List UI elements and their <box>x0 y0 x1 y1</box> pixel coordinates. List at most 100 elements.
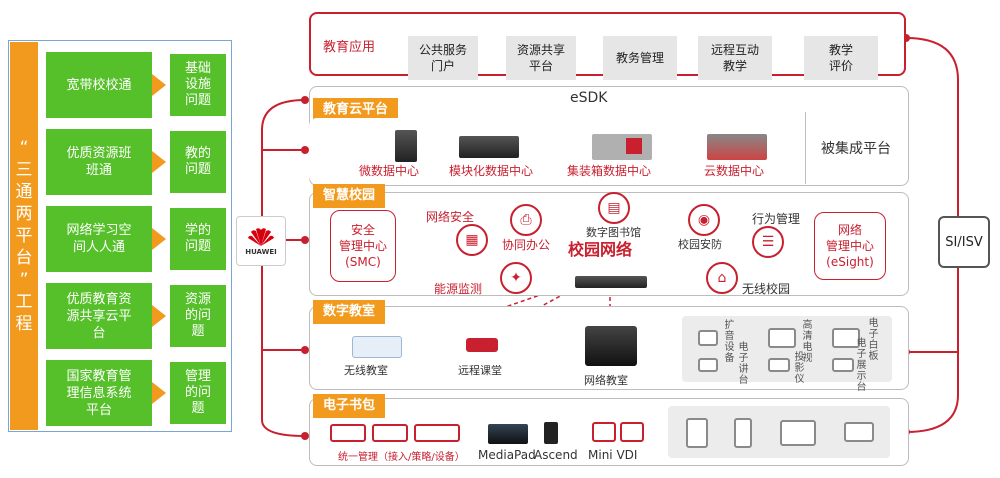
micro-dc-icon <box>395 130 417 162</box>
app-teaching-eval: 教学 评价 <box>804 36 878 80</box>
app-remote-teaching: 远程互动 教学 <box>698 36 772 80</box>
tv-icon <box>768 328 796 348</box>
network-security-icon: ▦ <box>456 224 488 256</box>
mediapad-icon <box>488 424 528 444</box>
link-dot <box>301 432 309 440</box>
right-arrow-icon <box>152 382 166 404</box>
campus-security-label: 校园安防 <box>678 238 722 251</box>
cloud-dc-label: 云数据中心 <box>704 164 765 178</box>
huawei-petal-icon <box>248 228 274 246</box>
device-label: 投影仪 <box>794 352 805 385</box>
desktop-icon <box>780 420 816 446</box>
modular-dc-icon <box>459 136 519 158</box>
cloud-panel: 微数据中心 模块化数据中心 集装箱数据中心 云数据中心 <box>309 118 797 184</box>
campus-network-label: 校园网络 <box>568 240 633 259</box>
ebag-tag: 电子书包 <box>313 394 386 418</box>
esight-box: 网络 管理中心 (eSight) <box>814 212 886 280</box>
left-row: 优质资源班 班通 教的 问题 <box>46 129 226 195</box>
core-switch-icon <box>575 276 647 288</box>
issue-box: 学的 问题 <box>170 208 226 270</box>
ascend-label: Ascend <box>534 448 578 462</box>
app-public-portal: 公共服务 门户 <box>408 36 478 80</box>
right-arrow-icon <box>152 228 166 250</box>
energy-monitor-label: 能源监测 <box>434 282 483 296</box>
projector-icon <box>768 358 790 372</box>
whiteboard-icon <box>832 328 860 348</box>
container-dc-label: 集装箱数据中心 <box>567 164 652 178</box>
collab-office-label: 协同办公 <box>502 238 551 252</box>
left-row: 优质教育资 源共享云平 台 资源 的问 题 <box>46 283 226 349</box>
issue-box: 资源 的问 题 <box>170 285 226 347</box>
energy-monitor-icon: ✦ <box>500 262 532 294</box>
ascend-phone-icon <box>544 422 558 444</box>
mini-vdi-label: Mini VDI <box>588 448 638 462</box>
container-dc-icon <box>592 134 652 160</box>
network-security-label: 网络安全 <box>426 210 475 224</box>
terminal-devices-group <box>668 406 890 458</box>
digital-library-icon: ▤ <box>598 192 630 224</box>
project-title-bar <box>10 42 38 430</box>
link-dot <box>301 96 309 104</box>
phone-icon <box>734 418 752 448</box>
collab-office-icon: ⎙ <box>510 204 542 236</box>
left-row: 国家教育管 理信息系统 平台 管理 的问 题 <box>46 360 226 426</box>
wireless-campus-icon: ⌂ <box>706 262 738 294</box>
app-resource-share: 资源共享 平台 <box>506 36 576 80</box>
campus-tag: 智慧校园 <box>313 184 386 208</box>
device-label: 电子讲台 <box>738 342 749 386</box>
project-title: “三通两平台”工程 <box>15 138 33 334</box>
link-dot <box>301 146 309 154</box>
device-label: 电子展示台 <box>856 338 867 393</box>
mediapad-label: MediaPad <box>478 448 536 462</box>
cloud-dc-icon <box>707 134 767 160</box>
right-arrow-icon <box>152 305 166 327</box>
network-classroom-icon <box>585 326 637 366</box>
micro-dc-label: 微数据中心 <box>359 164 420 178</box>
left-row: 宽带校校通 基础 设施 问题 <box>46 52 226 118</box>
edu-app-panel: 教育应用 公共服务 门户 资源共享 平台 教务管理 远程互动 教学 教学 评价 <box>309 12 906 80</box>
wireless-ap-icon <box>352 336 402 358</box>
initiative-box: 优质资源班 班通 <box>46 129 152 195</box>
smc-box: 安全 管理中心 (SMC) <box>330 210 396 282</box>
issue-box: 基础 设施 问题 <box>170 54 226 116</box>
campus-security-icon: ◉ <box>688 204 720 236</box>
tablet-icon <box>686 418 708 448</box>
left-row: 网络学习空 间人人通 学的 问题 <box>46 206 226 272</box>
huawei-logo: HUAWEI <box>236 216 286 266</box>
av-devices-group: 扩音设备 电子讲台 高清电视 投影仪 电子白板 电子展示台 <box>682 316 892 393</box>
issue-box: 教的 问题 <box>170 131 226 193</box>
vdi-monitor-icon <box>620 422 644 442</box>
camera-icon <box>466 338 498 352</box>
device-mgmt-icon <box>414 424 460 442</box>
speaker-icon <box>698 330 718 346</box>
initiative-box: 优质教育资 源共享云平 台 <box>46 283 152 349</box>
access-mgmt-icon <box>330 424 366 442</box>
initiative-box: 宽带校校通 <box>46 52 152 118</box>
remote-classroom-label: 远程课堂 <box>458 364 502 377</box>
wireless-classroom-label: 无线教室 <box>344 364 388 377</box>
unified-mgmt-label: 统一管理（接入/策略/设备） <box>338 452 465 463</box>
right-arrow-icon <box>152 74 166 96</box>
si-isv-box: SI/ISV <box>938 216 990 268</box>
laptop-icon <box>844 422 874 442</box>
device-label: 电子白板 <box>868 318 879 362</box>
policy-mgmt-icon <box>372 424 408 442</box>
initiative-box: 国家教育管 理信息系统 平台 <box>46 360 152 426</box>
classroom-tag: 数字教室 <box>313 300 386 324</box>
right-bracket-line <box>905 37 959 433</box>
podium-icon <box>698 358 718 372</box>
wireless-campus-label: 无线校园 <box>742 282 791 296</box>
link-dot <box>301 346 309 354</box>
behavior-mgmt-label: 行为管理 <box>752 212 801 226</box>
visualizer-icon <box>832 358 854 372</box>
link-dot <box>301 236 309 244</box>
modular-dc-label: 模块化数据中心 <box>449 164 534 178</box>
device-label: 扩音设备 <box>724 320 735 364</box>
edu-app-label: 教育应用 <box>323 40 376 55</box>
right-arrow-icon <box>152 151 166 173</box>
vdi-monitor-icon <box>592 422 616 442</box>
digital-library-label: 数字图书馆 <box>586 226 641 239</box>
left-frame <box>8 40 232 432</box>
device-label: 高清电视 <box>802 320 813 364</box>
app-academic-admin: 教务管理 <box>603 36 677 80</box>
